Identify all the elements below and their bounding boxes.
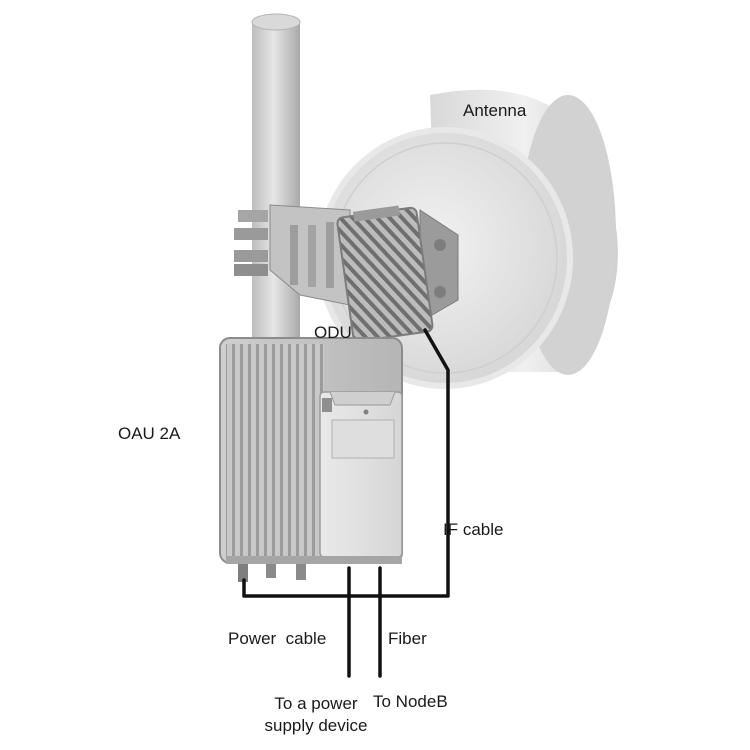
if-cable-label: IF cable [443,520,504,539]
mounting-pole [251,13,301,352]
odu-unit [336,205,459,343]
power-supply-line-2: supply device [264,716,368,735]
odu-label: ODU [314,323,352,342]
power-supply-destination-label: To a power supply device [250,693,382,737]
power-cable-label: Power cable [228,629,327,648]
if-cable [242,328,450,598]
antenna-label: Antenna [463,101,527,120]
power-supply-line-1: To a power [274,694,358,713]
fiber-label: Fiber [388,629,427,648]
oau-label: OAU 2A [118,424,181,443]
oau-cabinet [219,337,403,582]
nodeb-destination-label: To NodeB [373,692,448,711]
mounting-bracket [234,204,351,306]
